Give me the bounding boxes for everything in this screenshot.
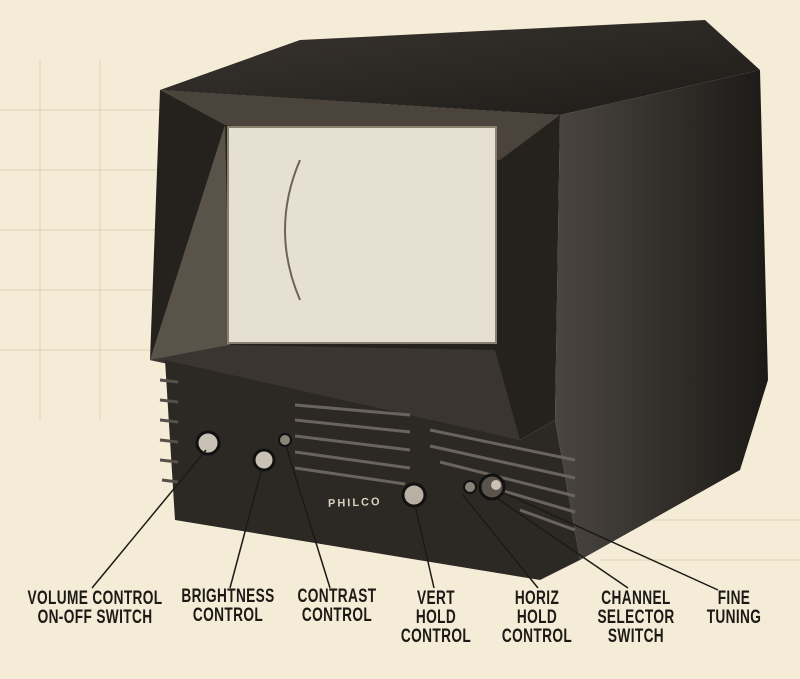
- label-line: FINE: [717, 588, 751, 609]
- label-fine-tuning: FINE TUNING: [707, 589, 762, 627]
- label-line: SWITCH: [607, 626, 665, 647]
- label-line: BRIGHTNESS: [181, 586, 275, 607]
- label-line: VOLUME CONTROL: [27, 588, 163, 609]
- label-line: ON-OFF SWITCH: [37, 607, 153, 628]
- contrast-knob[interactable]: [278, 433, 292, 447]
- label-line: VERT: [417, 588, 455, 609]
- brand-logo: PHILCO: [327, 496, 382, 510]
- label-line: TUNING: [706, 607, 762, 628]
- volume-knob[interactable]: [195, 430, 221, 456]
- label-contrast-control: CONTRAST CONTROL: [298, 587, 377, 625]
- cabinet-side: [555, 70, 768, 560]
- leader-lines: [91, 445, 719, 591]
- horiz-hold-knob[interactable]: [463, 480, 477, 494]
- label-volume-control: VOLUME CONTROL ON-OFF SWITCH: [28, 589, 163, 627]
- cabinet-top: [160, 20, 760, 115]
- label-line: HORIZ: [514, 588, 560, 609]
- label-line: CONTROL: [400, 626, 472, 647]
- speaker-grille: [294, 403, 576, 532]
- label-channel-selector-switch: CHANNEL SELECTOR SWITCH: [597, 589, 674, 646]
- label-line: CONTROL: [501, 626, 573, 647]
- label-line: HOLD: [516, 607, 558, 628]
- control-panel: [165, 360, 580, 580]
- fine-tuning-knob[interactable]: [491, 480, 501, 490]
- label-horiz-hold-control: HORIZ HOLD CONTROL: [502, 589, 572, 646]
- label-line: CONTRAST: [297, 586, 377, 607]
- label-line: CONTROL: [192, 605, 264, 626]
- picture-screen: [227, 126, 497, 344]
- vert-hold-knob[interactable]: [401, 482, 427, 508]
- brightness-knob[interactable]: [252, 448, 276, 472]
- label-brightness-control: BRIGHTNESS CONTROL: [181, 587, 274, 625]
- side-louvers: [159, 378, 179, 484]
- label-line: CONTROL: [301, 605, 373, 626]
- label-line: HOLD: [415, 607, 457, 628]
- label-vert-hold-control: VERT HOLD CONTROL: [401, 589, 471, 646]
- label-line: CHANNEL: [601, 588, 671, 609]
- label-line: SELECTOR: [597, 607, 675, 628]
